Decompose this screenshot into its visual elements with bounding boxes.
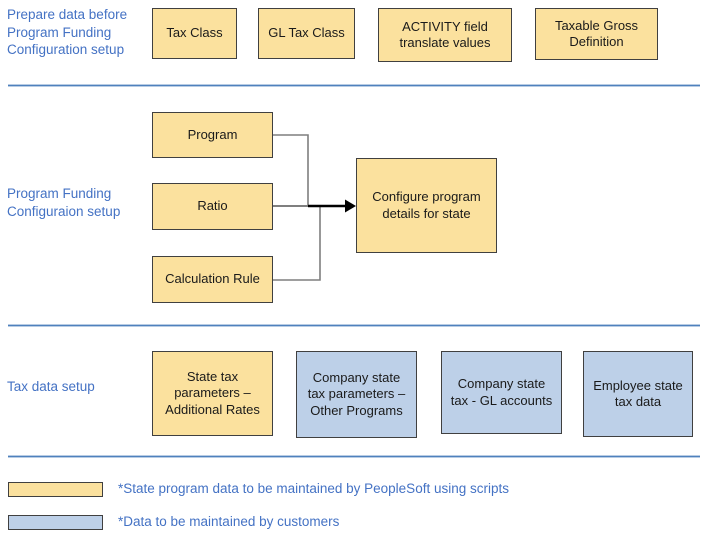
legend-label-peoplesoft: *State program data to be maintained by … [118,481,509,496]
arrow-head-icon [345,199,356,213]
box-company-state-tax-other-programs: Company state tax parameters – Other Pro… [296,351,417,438]
box-gl-tax-class: GL Tax Class [258,8,355,59]
section-label-program-funding: Program Funding Configuraion setup [7,186,121,219]
section-label-tax-data: Tax data setup [7,379,95,394]
legend-label-customers: *Data to be maintained by customers [118,514,340,529]
separator-1 [8,85,700,86]
separator-3 [8,456,700,457]
box-company-state-tax-gl-accounts: Company state tax - GL accounts [441,351,562,434]
legend-swatch-blue [8,515,103,530]
box-taxable-gross-definition: Taxable Gross Definition [535,8,658,60]
connector-program [273,134,309,206]
connector-calculation-rule [273,206,321,281]
box-activity-field-translate-values: ACTIVITY field translate values [378,8,512,62]
separator-2 [8,325,700,326]
section-label-prepare: Prepare data before Program Funding Conf… [7,7,128,58]
legend-swatch-yellow [8,482,103,497]
box-tax-class: Tax Class [152,8,237,59]
box-program: Program [152,112,273,158]
box-ratio: Ratio [152,183,273,230]
box-calculation-rule: Calculation Rule [152,256,273,303]
box-state-tax-parameters: State tax parameters – Additional Rates [152,351,273,436]
box-configure-program-details: Configure program details for state [356,158,497,253]
box-employee-state-tax-data: Employee state tax data [583,351,693,437]
